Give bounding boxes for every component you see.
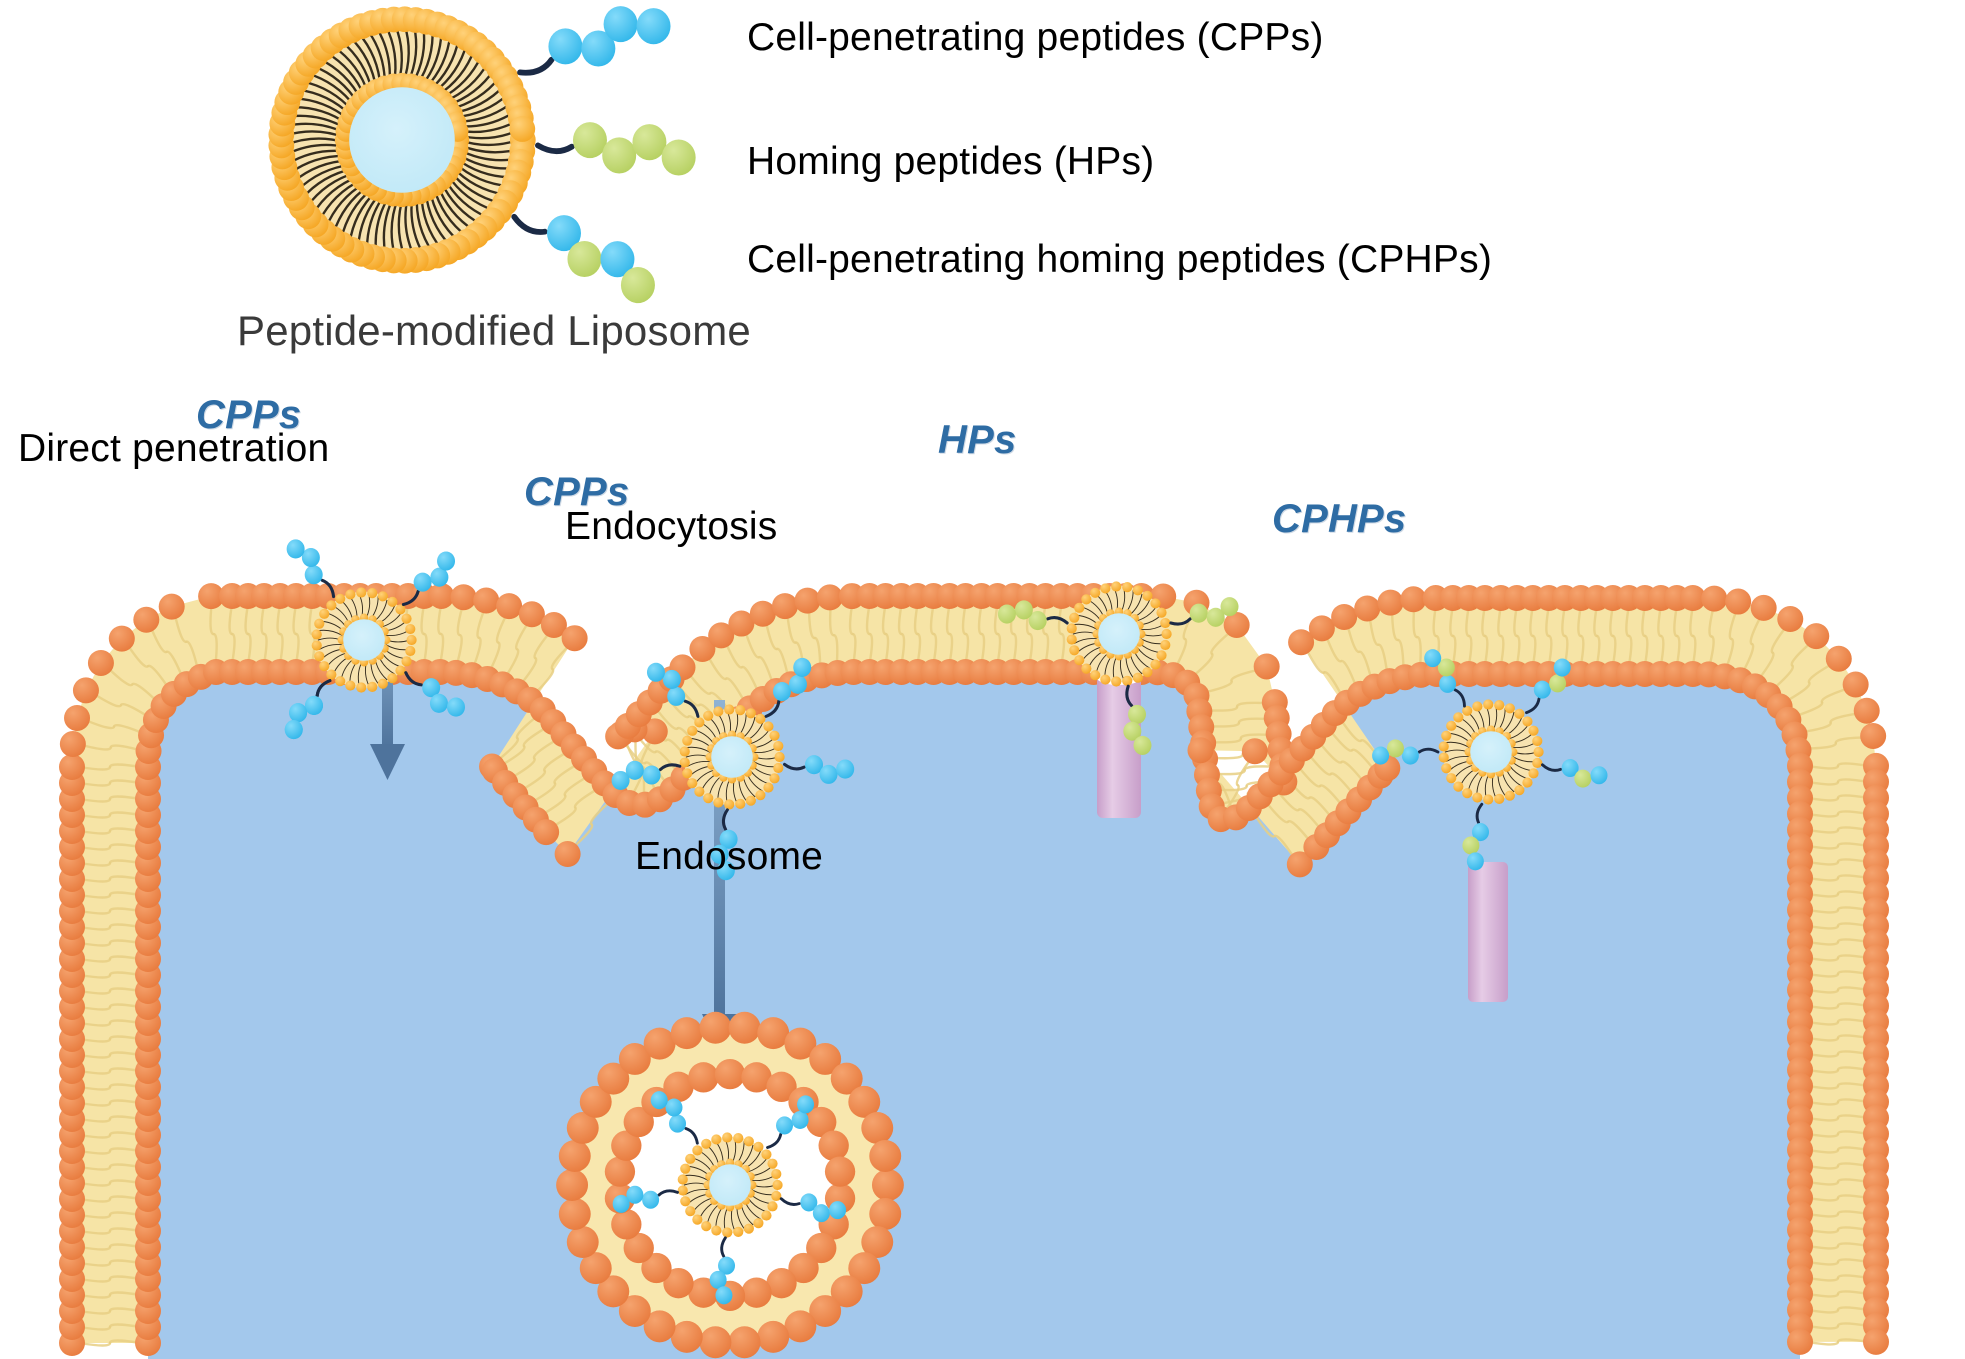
peptide-chain: [1541, 759, 1608, 788]
liposome-hps: [1066, 581, 1172, 687]
peptide-chain: [611, 760, 682, 791]
peptide-chain: [1372, 739, 1440, 765]
liposome-cphps: [1438, 699, 1544, 805]
peptide-chain: [1525, 658, 1571, 715]
caption-direct-penetration: Direct penetration: [18, 427, 330, 470]
cytoplasm: [148, 671, 1800, 1359]
peptide-chain: [997, 600, 1069, 631]
endosome-inner-liposome: [677, 1132, 783, 1238]
liposome-cpps-endocytosis: [679, 704, 785, 810]
liposomes-layer: [268, 6, 1608, 1359]
peptide-chain: [766, 1095, 815, 1149]
legend-label-hps: Homing peptides (HPs): [747, 140, 1155, 183]
peptide-chain: [650, 1091, 699, 1145]
cphp-channel: [1468, 862, 1508, 1002]
main-liposome: [268, 6, 536, 274]
peptide-chain: [710, 808, 738, 881]
liposome-cpps-direct: [311, 587, 417, 693]
caption-endosome: Endosome: [635, 835, 824, 878]
peptide-chain: [1169, 597, 1239, 627]
peptide-chain: [535, 122, 696, 176]
peptide-chain: [764, 657, 812, 718]
peptide-chain: [1424, 649, 1466, 708]
peptide-chain: [286, 539, 336, 599]
caption-peptide-modified-liposome: Peptide-modified Liposome: [237, 307, 751, 354]
peptide-chain: [612, 1185, 679, 1213]
peptide-chain: [511, 213, 655, 304]
tag-cpps-direct: CPPs: [196, 393, 302, 437]
tag-cphps: CPHPs: [1272, 497, 1407, 541]
endosome: [556, 1011, 904, 1359]
peptide-chain: [404, 671, 465, 717]
caption-endocytosis: Endocytosis: [565, 505, 778, 548]
tag-hps: HPs: [938, 418, 1017, 462]
cell-body: [148, 671, 1800, 1359]
peptide-chain: [1462, 802, 1490, 871]
peptide-chain: [646, 662, 700, 718]
peptide-chain: [782, 755, 855, 784]
plasma-membrane: [59, 582, 1889, 1356]
peptide-chain: [517, 6, 671, 76]
peptide-chain: [401, 551, 456, 607]
peptide-chain: [284, 679, 332, 740]
peptide-chain: [1123, 684, 1152, 755]
peptide-chain: [709, 1236, 736, 1305]
peptide-chain: [779, 1193, 847, 1223]
legend-label-cpps: Cell-penetrating peptides (CPPs): [747, 16, 1324, 59]
tag-cpps-endocytosis: CPPs: [524, 470, 630, 514]
legend-label-cphps: Cell-penetrating homing peptides (CPHPs): [747, 238, 1493, 281]
